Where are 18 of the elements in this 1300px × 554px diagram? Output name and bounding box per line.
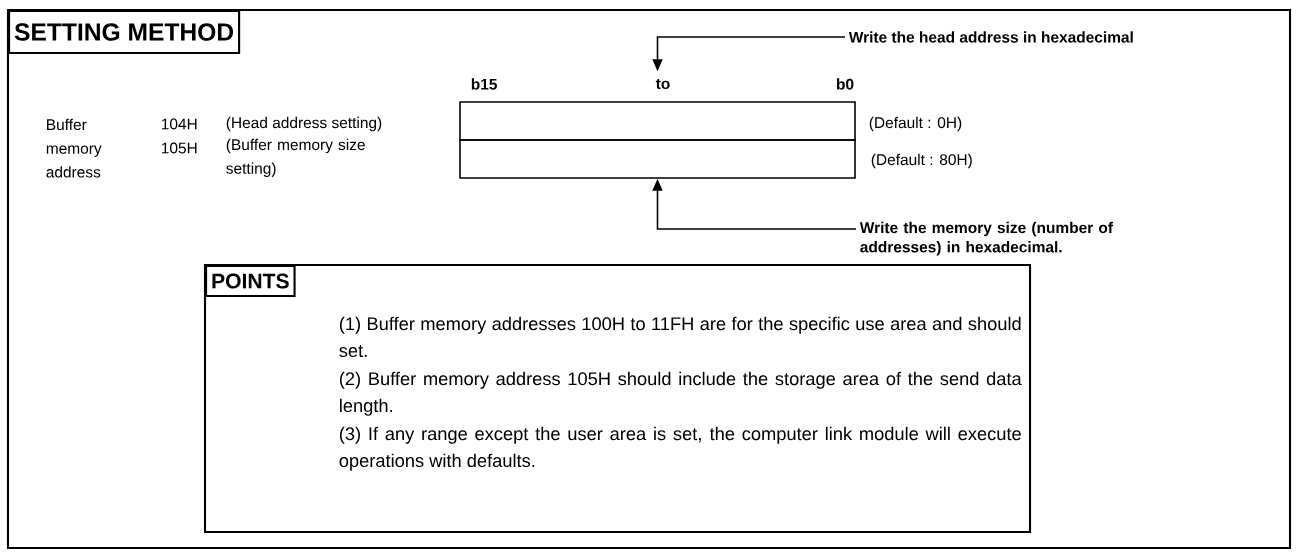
- register-row: [459, 139, 856, 179]
- address-label: 104H: [162, 118, 197, 130]
- callout-text: Write the memory size (number of addresses) in hexadecimal.: [859, 221, 1113, 256]
- callout-text: Write the head address in hexadecimal: [848, 31, 1133, 43]
- bit-label: b15: [471, 78, 497, 90]
- note-item: (1) Buffer memory addresses 100H to 11FH are for the specific use area and should set.: [339, 316, 1021, 358]
- heading-tab: SETTING METHOD: [8, 10, 241, 55]
- note-item: (3) If any range except the user area is set, the computer link module will execute operations with defaults.: [339, 426, 1021, 471]
- row-heading: Buffer memory address: [46, 118, 102, 178]
- heading-tab: POINTS: [205, 265, 296, 298]
- address-label: 105H: [162, 142, 197, 154]
- bit-label: to: [655, 78, 670, 90]
- bit-label: b0: [837, 78, 854, 90]
- setting-label: (Buffer memory size setting): [226, 138, 365, 177]
- default-value: (Default : 80H): [871, 153, 972, 169]
- setting-label: (Head address setting): [226, 116, 382, 132]
- note-item: (2) Buffer memory address 105H should include the storage area of the send data length.: [339, 371, 1022, 416]
- default-value: (Default : 0H): [869, 116, 962, 132]
